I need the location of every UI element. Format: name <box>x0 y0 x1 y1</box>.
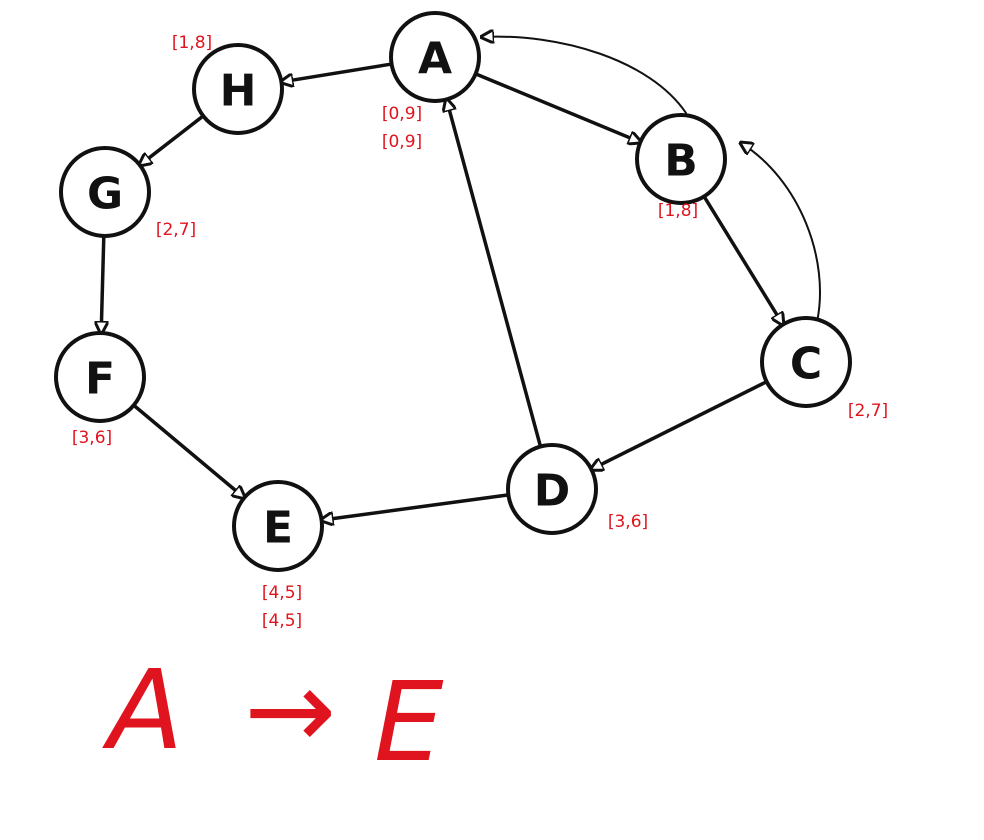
node-f: F <box>54 331 146 423</box>
nodes-layer: A B C D E F G H <box>54 11 852 572</box>
edge-c-b <box>741 143 821 323</box>
node-c: C <box>760 316 852 408</box>
edge-b-c <box>702 194 783 324</box>
node-b-interval-label: [1,8] <box>658 201 698 221</box>
edge-d-e <box>322 493 511 520</box>
edge-f-e <box>131 403 245 498</box>
node-h: H <box>192 43 284 135</box>
node-a: A <box>389 11 481 103</box>
node-circle <box>59 146 151 238</box>
node-label: E <box>263 503 293 554</box>
edge-c-d <box>591 379 769 470</box>
query-source: A <box>102 646 183 774</box>
node-h-interval-label: [1,8] <box>172 33 212 53</box>
node-c-interval-label: [2,7] <box>848 401 888 421</box>
node-circle <box>760 316 852 408</box>
node-label: C <box>790 339 822 390</box>
node-d-interval-label: [3,6] <box>608 512 648 532</box>
edges-layer <box>101 37 821 521</box>
node-label: G <box>87 169 123 220</box>
node-circle <box>389 11 481 103</box>
query-target: E <box>374 658 444 786</box>
node-circle <box>54 331 146 423</box>
node-e-interval-label: [4,5] <box>262 583 302 603</box>
node-circle <box>192 43 284 135</box>
query-label: A → E <box>102 646 444 786</box>
node-g-interval-label: [2,7] <box>156 220 196 240</box>
node-label: A <box>418 34 452 85</box>
query-arrow: → <box>244 646 336 774</box>
node-f-interval-label: [3,6] <box>72 428 112 448</box>
edge-d-a <box>447 99 543 449</box>
node-circle <box>506 443 598 535</box>
edge-g-f <box>101 234 104 333</box>
annotations-layer: [0,9] [0,9] [1,8] [2,7] [3,6] [4,5] [4,5] [3,6]… <box>72 33 888 631</box>
node-d: D <box>506 443 598 535</box>
node-e: E <box>232 480 324 572</box>
node-label: H <box>220 66 257 117</box>
node-e-interval-label: [4,5] <box>262 611 302 631</box>
node-b: B <box>635 113 727 205</box>
node-circle <box>635 113 727 205</box>
node-a-interval-label: [0,9] <box>382 104 422 124</box>
node-label: B <box>664 136 698 187</box>
edge-b-a <box>482 37 687 114</box>
node-label: D <box>534 466 571 517</box>
node-label: F <box>85 354 115 405</box>
edge-a-h <box>281 62 394 82</box>
edge-a-b <box>473 72 641 142</box>
node-a-interval-label: [0,9] <box>382 132 422 152</box>
node-circle <box>232 480 324 572</box>
edge-h-g <box>140 114 205 165</box>
node-g: G <box>59 146 151 238</box>
